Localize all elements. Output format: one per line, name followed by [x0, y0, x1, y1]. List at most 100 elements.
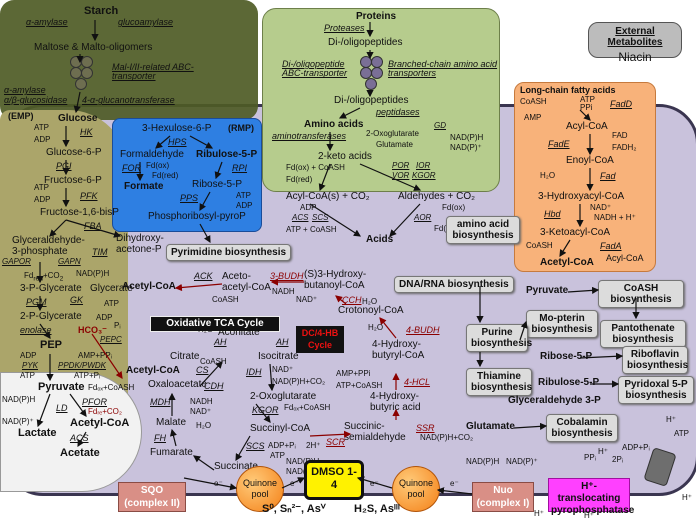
acetoacetyl-label: Aceto-acetyl-CoA	[222, 271, 271, 293]
glucoamylase-enzyme: glucoamylase	[118, 17, 174, 27]
glucose-6p-label: Glucose-6-P	[46, 147, 102, 158]
gd-nadp: NAD(P)⁺	[450, 143, 482, 152]
fumarate-label: Fumarate	[150, 447, 193, 458]
quinone-pool-left: Quinone pool	[236, 466, 284, 512]
starch-title: Starch	[84, 5, 119, 17]
for-enzyme: FOR	[122, 163, 141, 173]
e-2: e⁻	[290, 479, 299, 488]
starch-transporter-icon	[70, 56, 93, 90]
ppase-complex: H⁺-translocating pyrophosphatase	[548, 478, 634, 516]
acids-label: Acids	[366, 234, 394, 245]
4-hcl-enzyme: 4-HCL	[404, 377, 431, 387]
quinone-pool-right: Quinone pool	[392, 466, 440, 512]
aor-enzyme: AOR	[414, 213, 432, 222]
scs-enzyme-p: SCS	[312, 213, 329, 222]
cobalamin-box: Cobalamin biosynthesis	[546, 414, 618, 442]
ppase-h-out: H⁺	[584, 511, 594, 520]
pyruvate-label: Pyruvate	[38, 381, 85, 393]
amino-acids-label: Amino acids	[304, 119, 364, 130]
dmso-reductase: DMSO 1-4	[304, 460, 364, 500]
hydroxybutyric-label: 4-Hydroxy-butyric acid	[370, 391, 421, 413]
fructose-6p-label: Fructose-6-P	[44, 175, 102, 186]
pgm-enzyme: PGM	[26, 297, 47, 307]
glucosidase-enzyme: α/β-glucosidase	[4, 95, 68, 105]
ld-enzyme: LD	[56, 403, 68, 413]
emp-label: (EMP)	[8, 111, 34, 121]
oxaloacetate-label: Oxaloacetate	[148, 379, 207, 390]
keto-acids-label: 2-keto acids	[318, 151, 372, 162]
glycerate-label: Glycerate	[90, 283, 133, 294]
fbp-label: Fructose-1,6-bisP	[40, 207, 119, 218]
rmp-atp: ATP	[236, 191, 251, 200]
enoyl-coa-label: Enoyl-CoA	[566, 155, 614, 166]
pepc-pi: Pᵢ	[114, 321, 121, 330]
prot-fdox: Fd(ox)	[442, 203, 466, 212]
coash-biosynthesis-box: CoASH biosynthesis	[598, 280, 684, 308]
nuo-h-out: H⁺	[534, 509, 544, 518]
ack-enzyme: ACK	[194, 271, 213, 281]
emp-atp-1: ATP	[34, 123, 49, 132]
e-4: e⁻	[450, 479, 459, 488]
vor-enzyme: VOR	[392, 171, 410, 180]
ld-nadp: NAD(P)⁺	[2, 417, 34, 426]
emp-fd: Fdred+CO2	[24, 271, 64, 283]
fa-amp: AMP	[524, 113, 542, 122]
formate-label: Formate	[124, 181, 164, 192]
succinate-label: Succinate	[214, 461, 258, 472]
fa-nad: NAD⁺	[590, 203, 612, 212]
pfk-enzyme: PFK	[80, 191, 98, 201]
ppdk-enzyme: PPDK/PWDK	[58, 361, 107, 370]
peptide-transporter: Di-/oligopeptide ABC-transporter	[282, 59, 348, 79]
gk-adp: ADP	[96, 313, 113, 322]
gd-enzyme: GD	[434, 121, 446, 130]
pyk-atp-pi: ATP+Pᵢ	[74, 371, 101, 380]
bio-pyruvate: Pyruvate	[526, 285, 569, 296]
fa-coash: CoASH	[520, 97, 547, 106]
dna-rna-box: DNA/RNA biosynthesis	[394, 276, 514, 293]
pyk-atp: ATP	[20, 371, 35, 380]
pps-enzyme: PPS	[180, 193, 199, 203]
atp-atp: ATP	[674, 429, 689, 438]
hydroxybutyryl-label: 4-Hydroxy-butyryl-CoA	[372, 339, 425, 361]
lactate-acetate-ellipse	[0, 372, 142, 492]
acetyl-coa-tca-left: Acetyl-CoA	[122, 281, 176, 292]
hydroxybutanoyl-label: (S)3-Hydroxy-butanoyl-CoA	[304, 269, 367, 291]
3-budh-enzyme: 3-BUDH	[270, 271, 304, 281]
ssr-enzyme: SSR	[416, 423, 435, 433]
external-metabolites-title: External Metabolites	[607, 26, 663, 48]
electron-acceptors: S⁰, Sₙ²⁻, Asⱽ	[262, 503, 326, 515]
pep-label: PEP	[40, 339, 63, 351]
hexulose-label: 3-Hexulose-6-P	[142, 123, 212, 134]
g3p-label: Glyceraldehyde-3-phosphate	[12, 235, 85, 257]
pyk-amp: AMP+PPᵢ	[78, 351, 112, 360]
sqo-complex: SQO (complex II)	[118, 482, 186, 512]
cch-enzyme: CCH	[342, 295, 362, 305]
riboflavin-box: Riboflavin biosynthesis	[622, 346, 688, 374]
acetyl-coa-emp: Acetyl-CoA	[70, 417, 130, 429]
purine-box: Purine biosynthesis	[466, 324, 532, 352]
emp-atp-2: ATP	[34, 183, 49, 192]
maltose-label: Maltose & Malto-oligomers	[34, 42, 153, 53]
di-oligopeptides-out: Di-/oligopeptides	[328, 37, 403, 48]
scr-enzyme: SCR	[326, 437, 346, 447]
pgi-enzyme: PGI	[56, 161, 72, 171]
fa-coash2: CoASH	[526, 241, 553, 250]
budh4-h2o: H₂O	[368, 323, 384, 332]
nuo-complex: Nuo (complex I)	[472, 482, 534, 512]
pepc-enzyme: PEPC	[100, 335, 122, 344]
fba-enzyme: FBA	[84, 221, 102, 231]
proteins-title: Proteins	[356, 11, 397, 22]
oxoglutarate-tca: 2-Oxoglutarate	[250, 391, 317, 402]
pyk-adp: ADP	[20, 351, 37, 360]
bio-ribulose5p: Ribulose-5-P	[538, 377, 600, 388]
acs-enzyme-p: ACS	[292, 213, 309, 222]
cdh-enzyme: CDH	[204, 381, 224, 391]
alpha-amylase-2: α-amylase	[4, 85, 46, 95]
ah-enzyme-1: AH	[214, 337, 227, 347]
fatty-title: Long-chain fatty acids	[520, 85, 616, 95]
acs-enzyme-emp: ACS	[70, 433, 89, 443]
pfor-fdred: Fdᵣₑ+CO₂	[88, 407, 123, 416]
emp-adp-2: ADP	[34, 195, 51, 204]
emp-nadph: NAD(P)H	[76, 269, 110, 278]
ppase-h-in: H⁺	[598, 447, 608, 456]
